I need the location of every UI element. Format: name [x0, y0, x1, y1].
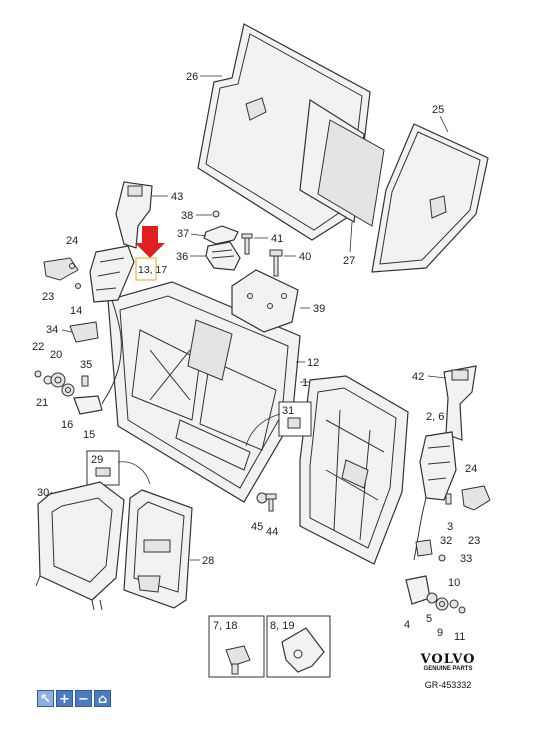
leader-lines [49, 75, 449, 561]
label-20[interactable]: 20 [50, 349, 62, 361]
part-35-screw[interactable] [81, 375, 89, 387]
label-28[interactable]: 28 [202, 555, 214, 567]
label-45[interactable]: 45 [251, 521, 263, 533]
part-3-screw[interactable] [445, 493, 452, 505]
part-33-screw[interactable] [438, 554, 446, 562]
part-30-trim-panel[interactable] [35, 481, 125, 611]
part-13-17-latch-mechanism[interactable] [89, 245, 135, 405]
part-14-screw[interactable] [75, 283, 81, 289]
part-28-seat-panel[interactable] [123, 489, 193, 609]
select-tool-button[interactable]: ↖ [37, 690, 54, 707]
part-38-screw[interactable] [212, 210, 220, 218]
label-29[interactable]: 29 [91, 454, 103, 466]
label-24-right[interactable]: 24 [465, 463, 477, 475]
minus-icon: − [78, 692, 89, 707]
part-16-bushing[interactable] [61, 383, 75, 397]
label-32[interactable]: 32 [440, 535, 452, 547]
label-11[interactable]: 11 [454, 631, 465, 643]
cursor-icon: ↖ [40, 692, 51, 707]
label-2-6[interactable]: 2, 6 [426, 411, 444, 423]
label-43[interactable]: 43 [171, 191, 183, 203]
part-37-cover[interactable] [203, 225, 239, 245]
part-39-module[interactable] [231, 269, 299, 333]
label-1[interactable]: 1 [302, 377, 308, 389]
label-31[interactable]: 31 [282, 405, 294, 417]
label-10[interactable]: 10 [448, 577, 460, 589]
part-32-bracket[interactable] [415, 539, 433, 557]
label-4[interactable]: 4 [404, 619, 410, 631]
part-42-bracket-right[interactable] [443, 365, 477, 441]
label-36[interactable]: 36 [176, 251, 188, 263]
label-34[interactable]: 34 [46, 324, 58, 336]
part-10-washer[interactable] [449, 599, 459, 609]
part-21-bushing[interactable] [50, 372, 66, 388]
highlight-box [135, 257, 157, 281]
part-1-seat-frame-right[interactable] [299, 375, 409, 565]
part-44-bolt[interactable] [265, 493, 277, 512]
label-16[interactable]: 16 [61, 419, 73, 431]
part-12-seat-frame-left[interactable] [107, 281, 301, 503]
label-22[interactable]: 22 [32, 341, 44, 353]
part-2-6-latch-right[interactable] [413, 431, 457, 561]
plus-icon: + [59, 692, 70, 707]
label-14[interactable]: 14 [70, 305, 82, 317]
label-21[interactable]: 21 [36, 397, 48, 409]
part-24-23-hinge-right[interactable] [461, 485, 491, 511]
zoom-in-button[interactable]: + [56, 690, 73, 707]
label-8-19[interactable]: 8, 19 [270, 620, 294, 632]
home-icon: ⌂ [97, 692, 108, 707]
part-43-bracket[interactable] [115, 181, 153, 249]
label-23-left[interactable]: 23 [42, 291, 54, 303]
brand-subtitle: GENUINE PARTS [423, 666, 473, 672]
label-3[interactable]: 3 [447, 521, 453, 533]
zoom-out-button[interactable]: − [75, 690, 92, 707]
label-40[interactable]: 40 [299, 251, 311, 263]
label-26[interactable]: 26 [186, 71, 198, 83]
diagram-code: GR-453332 [424, 680, 472, 690]
callout-labels: 26 25 27 43 38 37 41 36 40 24 23 14 13, … [32, 71, 480, 643]
label-5[interactable]: 5 [426, 613, 432, 625]
label-9[interactable]: 9 [437, 627, 443, 639]
brand-block: VOLVO GENUINE PARTS GR-453332 [408, 652, 488, 690]
label-23-right[interactable]: 23 [468, 535, 480, 547]
label-42[interactable]: 42 [412, 371, 424, 383]
diagram-toolbar: ↖ + − ⌂ [37, 690, 111, 707]
label-30[interactable]: 30 [37, 487, 49, 499]
part-22-nut[interactable] [34, 370, 42, 378]
label-44[interactable]: 44 [266, 526, 278, 538]
part-41-pin[interactable] [241, 233, 253, 255]
label-37[interactable]: 37 [177, 228, 189, 240]
part-8-19-detail-box[interactable] [266, 615, 331, 678]
part-27-panel[interactable] [299, 98, 385, 227]
label-39[interactable]: 39 [313, 303, 325, 315]
label-27[interactable]: 27 [343, 255, 355, 267]
label-7-18[interactable]: 7, 18 [213, 620, 237, 632]
part-4-lever[interactable] [405, 575, 431, 605]
part-7-18-detail-box[interactable] [208, 615, 265, 678]
label-35[interactable]: 35 [80, 359, 92, 371]
part-36-housing[interactable] [205, 241, 241, 271]
label-41[interactable]: 41 [271, 233, 283, 245]
label-12[interactable]: 12 [307, 357, 319, 369]
part-25-backrest-cover-right[interactable] [371, 123, 489, 273]
label-13-17[interactable]: 13, 17 [138, 264, 167, 276]
part-31-detail-box[interactable] [278, 401, 312, 437]
label-25[interactable]: 25 [432, 104, 444, 116]
part-11-nut[interactable] [458, 606, 466, 614]
highlight-arrow [135, 226, 165, 258]
label-24-left[interactable]: 24 [66, 235, 78, 247]
label-38[interactable]: 38 [181, 210, 193, 222]
label-15[interactable]: 15 [83, 429, 95, 441]
label-33[interactable]: 33 [460, 553, 472, 565]
part-40-bolt[interactable] [269, 249, 283, 277]
home-button[interactable]: ⌂ [94, 690, 111, 707]
volvo-logo: VOLVO [420, 652, 476, 667]
part-23-24-hinge-left[interactable] [43, 257, 79, 281]
part-29-detail-box[interactable] [86, 450, 120, 486]
part-5-bushing[interactable] [426, 592, 438, 604]
part-9-bushing[interactable] [435, 597, 449, 611]
part-34-bracket[interactable] [69, 321, 99, 343]
part-15-lever[interactable] [73, 395, 103, 415]
